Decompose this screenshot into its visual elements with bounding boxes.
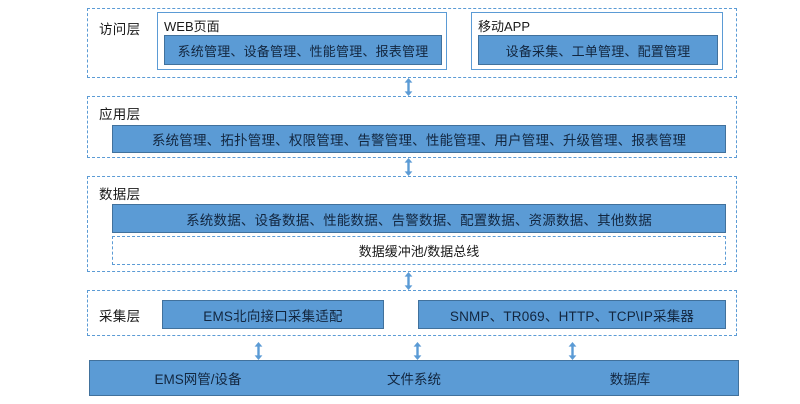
resource-database: 数据库 [609, 372, 651, 387]
connector-application-data [403, 158, 414, 176]
data-categories-bar: 系统数据、设备数据、性能数据、告警数据、配置数据、资源数据、其他数据 [112, 204, 726, 233]
layer-access: 访问层 WEB页面 系统管理、设备管理、性能管理、报表管理 移动APP 设备采集… [87, 8, 737, 78]
data-bus-box: 数据缓冲池/数据总线 [112, 236, 726, 265]
layer-access-label: 访问层 [99, 22, 141, 37]
collection-protocol-collector-bar: SNMP、TR069、HTTP、TCP\IP采集器 [418, 300, 726, 329]
layer-data: 数据层 系统数据、设备数据、性能数据、告警数据、配置数据、资源数据、其他数据 数… [87, 176, 737, 272]
connector-access-application [403, 78, 414, 96]
panel-web-title: WEB页面 [164, 19, 220, 34]
resource-ems-device: EMS网管/设备 [154, 372, 242, 387]
connector-collection-filesystem [412, 342, 423, 360]
collection-ems-adapter-bar: EMS北向接口采集适配 [162, 300, 384, 329]
connector-collection-database [567, 342, 578, 360]
panel-web-services-bar: 系统管理、设备管理、性能管理、报表管理 [164, 35, 442, 65]
connector-data-collection [403, 272, 414, 290]
layer-application: 应用层 系统管理、拓扑管理、权限管理、告警管理、性能管理、用户管理、升级管理、报… [87, 96, 737, 158]
bottom-resource-bar: EMS网管/设备 文件系统 数据库 [89, 360, 739, 396]
layer-collection-label: 采集层 [99, 309, 141, 324]
resource-file-system: 文件系统 [387, 372, 441, 387]
panel-mobile-app-services-bar: 设备采集、工单管理、配置管理 [478, 35, 718, 65]
layer-collection: 采集层 EMS北向接口采集适配 SNMP、TR069、HTTP、TCP\IP采集… [87, 290, 737, 336]
layer-data-label: 数据层 [99, 187, 141, 202]
application-services-bar: 系统管理、拓扑管理、权限管理、告警管理、性能管理、用户管理、升级管理、报表管理 [112, 125, 726, 153]
panel-web: WEB页面 系统管理、设备管理、性能管理、报表管理 [157, 12, 447, 70]
panel-mobile-app-title: 移动APP [478, 19, 531, 34]
panel-mobile-app: 移动APP 设备采集、工单管理、配置管理 [471, 12, 723, 70]
layer-application-label: 应用层 [99, 107, 141, 122]
connector-collection-ems [253, 342, 264, 360]
